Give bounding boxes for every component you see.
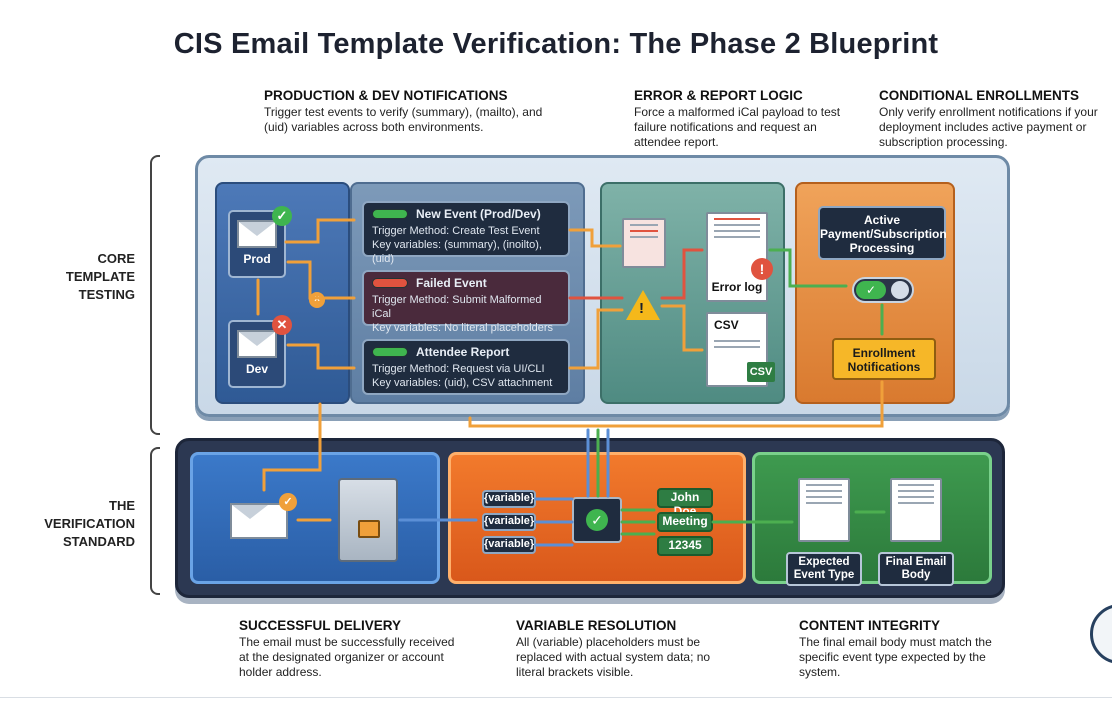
- callout-integrity: CONTENT INTEGRITY The final email body m…: [799, 618, 1009, 680]
- seal-logo: [1090, 604, 1112, 664]
- event-title: Failed Event: [416, 276, 487, 290]
- check-icon: ✓: [856, 281, 886, 299]
- brace-core: [150, 155, 160, 435]
- delivery-bay: [190, 452, 440, 584]
- callout-error-report-body: Force a malformed iCal payload to test f…: [634, 105, 841, 149]
- resolved-value: Meeting: [657, 512, 713, 532]
- event-trigger: Trigger Method: Request via UI/CLI: [372, 363, 545, 375]
- check-icon: ✓: [586, 509, 608, 531]
- csv-label: CSV: [714, 318, 739, 332]
- envelope-icon: [237, 220, 277, 248]
- warning-mark: !: [639, 300, 644, 317]
- toggle-knob: [891, 281, 909, 299]
- enrollment-notifications-label: Enrollment Notifications: [832, 338, 936, 380]
- status-pill: [372, 347, 408, 357]
- event-title: New Event (Prod/Dev): [416, 207, 541, 221]
- lock-icon: [358, 520, 380, 538]
- side-label-standard: THE VERIFICATION STANDARD: [44, 498, 135, 549]
- callout-resolution-body: All (variable) placeholders must be repl…: [516, 635, 711, 679]
- status-pill: [372, 278, 408, 288]
- final-doc-icon: [890, 478, 942, 542]
- event-title: Attendee Report: [416, 345, 510, 359]
- status-pill: [372, 209, 408, 219]
- csv-badge: CSV: [747, 362, 775, 382]
- check-icon: ✓: [279, 493, 297, 511]
- callout-delivery-heading: SUCCESSFUL DELIVERY: [239, 618, 402, 633]
- callout-resolution-heading: VARIABLE RESOLUTION: [516, 618, 677, 633]
- callout-prod-dev-body: Trigger test events to verify (summary),…: [264, 105, 543, 134]
- callout-integrity-heading: CONTENT INTEGRITY: [799, 618, 940, 633]
- dev-label: Dev: [245, 362, 268, 376]
- variable-placeholder: {variable}: [482, 513, 536, 531]
- csv-doc: CSV: [706, 312, 768, 387]
- event-trigger: Trigger Method: Create Test Event: [372, 225, 540, 237]
- callout-error-report: ERROR & REPORT LOGIC Force a malformed i…: [634, 88, 854, 150]
- callout-prod-dev: PRODUCTION & DEV NOTIFICATIONS Trigger t…: [264, 88, 564, 135]
- resolved-value: 12345: [657, 536, 713, 556]
- event-vars: Key variables: (summary), (inoilto), (ui…: [372, 239, 542, 265]
- prod-label: Prod: [243, 252, 271, 266]
- processing-toggle: ✓: [852, 277, 914, 303]
- callout-conditional-heading: CONDITIONAL ENROLLMENTS: [879, 88, 1079, 103]
- resolved-value: John Doe: [657, 488, 713, 518]
- envelope-icon: [237, 330, 277, 358]
- prod-environment: Prod: [228, 210, 286, 278]
- final-email-body-label: Final Email Body: [878, 552, 954, 586]
- callout-integrity-body: The final email body must match the spec…: [799, 635, 992, 679]
- alert-icon: !: [751, 258, 773, 280]
- event-card-new: New Event (Prod/Dev) Trigger Method: Cre…: [362, 201, 570, 265]
- callout-conditional-body: Only verify enrollment notifications if …: [879, 105, 1098, 149]
- bottom-divider: [0, 697, 1112, 698]
- event-card-attendee: Attendee Report Trigger Method: Request …: [362, 339, 570, 395]
- error-log-doc: Error log: [706, 212, 768, 302]
- callout-prod-dev-heading: PRODUCTION & DEV NOTIFICATIONS: [264, 88, 508, 103]
- event-trigger: Trigger Method: Submit Malformed iCal: [372, 294, 542, 320]
- expected-event-type-label: Expected Event Type: [786, 552, 862, 586]
- active-processing-label: Active Payment/Subscription Processing: [818, 206, 947, 260]
- event-vars: Key variables: (uid), CSV attachment: [372, 377, 553, 389]
- callout-delivery-body: The email must be successfully received …: [239, 635, 455, 679]
- merge-node-icon: ×: [309, 292, 325, 308]
- callout-delivery: SUCCESSFUL DELIVERY The email must be su…: [239, 618, 459, 680]
- expected-doc-icon: [798, 478, 850, 542]
- callout-conditional: CONDITIONAL ENROLLMENTS Only verify enro…: [879, 88, 1104, 150]
- event-vars: Key variables: No literal placeholders: [372, 322, 553, 334]
- event-card-failed: Failed Event Trigger Method: Submit Malf…: [362, 270, 570, 334]
- callout-error-report-heading: ERROR & REPORT LOGIC: [634, 88, 803, 103]
- check-icon: ✓: [272, 206, 292, 226]
- warning-icon: [626, 290, 660, 320]
- resolver-chip-icon: ✓: [572, 497, 622, 543]
- malformed-ical-icon: [622, 218, 666, 268]
- brace-standard: [150, 447, 160, 595]
- envelope-icon: [230, 503, 288, 539]
- callout-resolution: VARIABLE RESOLUTION All (variable) place…: [516, 618, 731, 680]
- page-title: CIS Email Template Verification: The Pha…: [173, 28, 939, 60]
- mail-server-icon: [338, 478, 398, 562]
- variable-placeholder: {variable}: [482, 490, 536, 508]
- error-log-label: Error log: [711, 280, 763, 294]
- side-label-core: CORE TEMPLATE TESTING: [65, 251, 135, 302]
- variable-placeholder: {variable}: [482, 536, 536, 554]
- error-x-icon: ✕: [272, 315, 292, 335]
